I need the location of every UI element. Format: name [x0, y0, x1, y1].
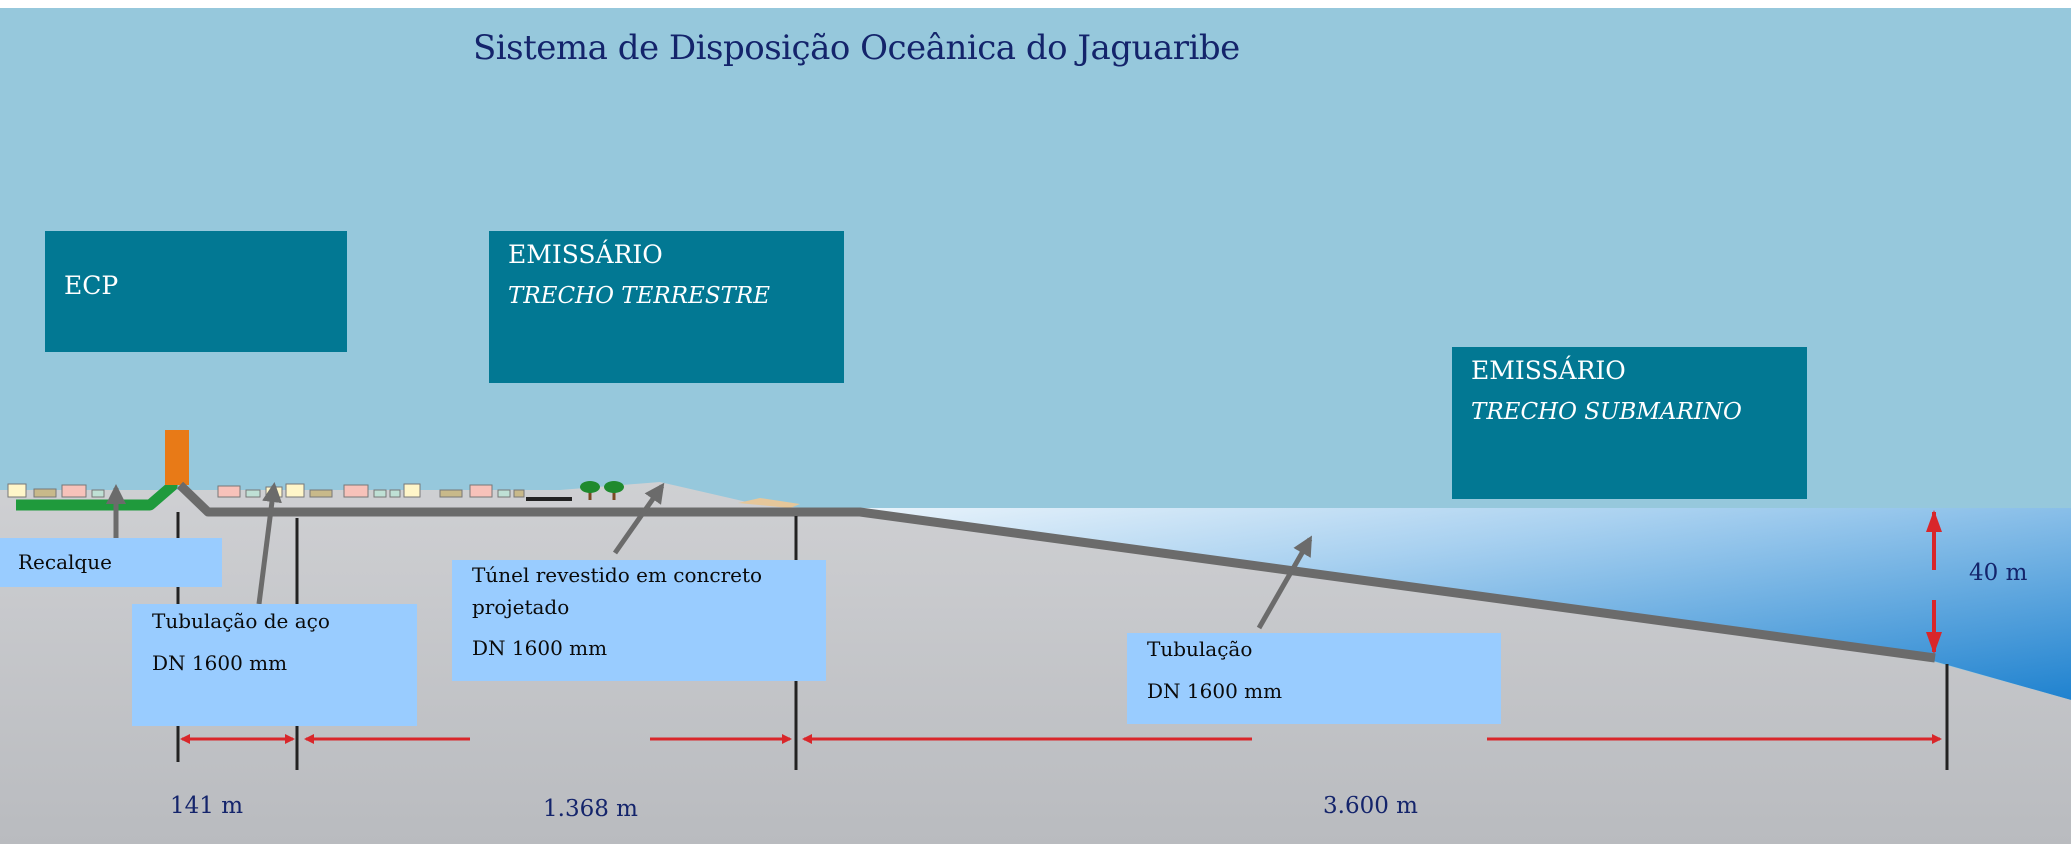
submarino-title: EMISSÁRIO	[1471, 356, 1626, 385]
beach	[738, 498, 800, 508]
dimension-3600m: 3.600 m	[1323, 793, 1418, 819]
tunel-label-line1: Túnel revestido em concreto	[472, 563, 763, 587]
diagram-title: Sistema de Disposição Oceânica do Jaguar…	[473, 28, 1240, 68]
tubulacao-aco-callout: Tubulação de aço DN 1600 mm	[132, 604, 417, 726]
terrestre-title: EMISSÁRIO	[508, 240, 663, 269]
emissario-submarino-box: EMISSÁRIO TRECHO SUBMARINO	[1452, 347, 1807, 499]
outfall-pipe	[176, 481, 1936, 663]
dimension-141m: 141 m	[170, 793, 244, 819]
tunel-diameter: DN 1600 mm	[472, 636, 608, 660]
tubulacao-callout: Tubulação DN 1600 mm	[1127, 633, 1501, 724]
emissario-terrestre-box: EMISSÁRIO TRECHO TERRESTRE	[489, 231, 844, 383]
depth-40m: 40 m	[1969, 560, 2028, 586]
tunel-callout: Túnel revestido em concreto projetado DN…	[452, 560, 826, 681]
pointer-arrows	[106, 482, 1313, 630]
recalque-callout: Recalque	[0, 538, 222, 587]
ecp-label: ECP	[64, 271, 119, 300]
dimension-1368m: 1.368 m	[543, 796, 638, 822]
tubulacao-diameter: DN 1600 mm	[1147, 679, 1283, 703]
ecp-box: ECP	[45, 231, 347, 352]
pump-tower	[165, 430, 189, 485]
tubulacao-label: Tubulação	[1147, 637, 1253, 661]
sea	[790, 508, 2071, 700]
trees	[580, 481, 624, 500]
aco-diameter: DN 1600 mm	[152, 651, 288, 675]
recalque-label: Recalque	[18, 550, 112, 574]
submarino-subtitle: TRECHO SUBMARINO	[1471, 399, 1742, 425]
terrestre-subtitle: TRECHO TERRESTRE	[508, 283, 771, 309]
tunel-label-line2: projetado	[472, 595, 570, 619]
aco-label: Tubulação de aço	[152, 609, 330, 633]
